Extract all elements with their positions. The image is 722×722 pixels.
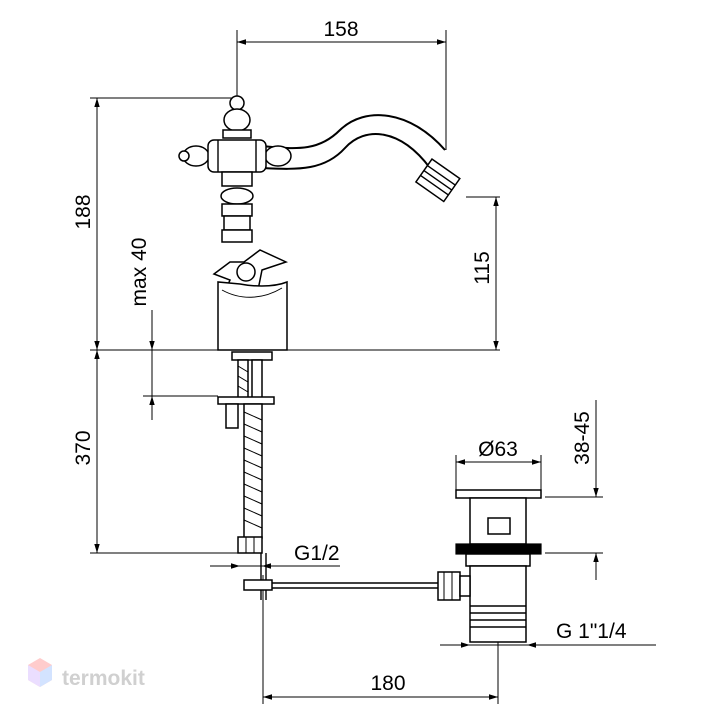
dim-label-g114: G 1"1/4	[556, 620, 627, 643]
brand-text: termokit	[62, 667, 145, 690]
dim-label-370: 370	[72, 430, 95, 465]
dim-label-3845: 38-45	[571, 411, 594, 465]
pop-up-rod	[243, 553, 440, 600]
dim-label-188: 188	[72, 194, 95, 229]
flex-hose	[225, 403, 263, 554]
dim-label-115: 115	[471, 251, 494, 284]
dim-label-158: 158	[323, 18, 358, 41]
dim-spout-height: 115	[287, 196, 500, 351]
dim-drain-thread: G 1"1/4	[440, 620, 656, 648]
dim-label-180: 180	[370, 672, 405, 695]
dim-drain-height: 38-45	[545, 400, 603, 580]
brand-logo-icon	[28, 658, 52, 687]
dim-total-height: 188	[72, 97, 237, 351]
dim-label-max40: max 40	[128, 238, 151, 307]
dim-hose-length: 370	[72, 350, 238, 554]
dim-label-d63: Ø63	[478, 438, 518, 461]
mounting-stud	[217, 351, 275, 405]
dim-spout-reach: 158	[236, 18, 447, 150]
dim-hose-thread: G1/2	[210, 542, 340, 569]
dim-drain-diameter: Ø63	[455, 438, 542, 490]
dim-drain-offset: 180	[262, 575, 499, 704]
dim-label-g12: G1/2	[294, 542, 340, 565]
brand-watermark: termokit	[28, 658, 145, 690]
drain	[437, 489, 542, 643]
dim-max-deck: max 40	[128, 238, 218, 420]
faucet	[178, 95, 461, 351]
